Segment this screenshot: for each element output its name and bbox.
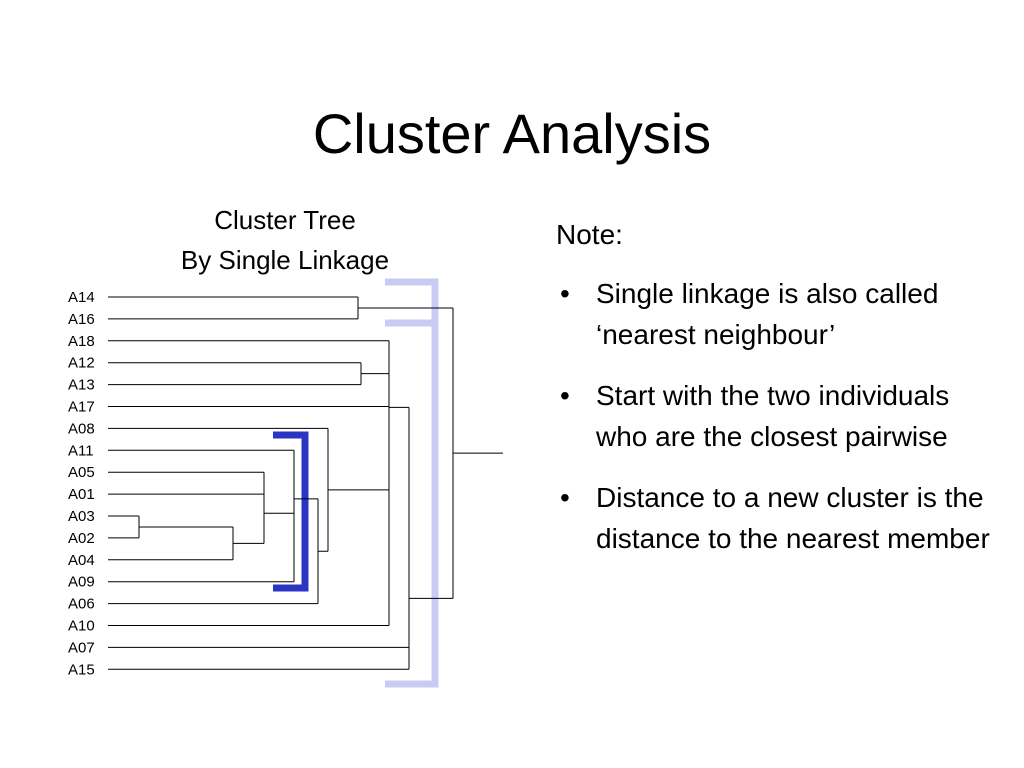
note-item: • Start with the two individuals who are… [556,375,996,457]
note-text: Start with the two individuals who are t… [596,380,950,452]
inner-cluster-bracket [273,431,309,592]
notes-heading: Note: [556,219,623,250]
note-text: Single linkage is also called ‘nearest n… [596,278,939,350]
leaf-label-a05: A05 [68,464,95,481]
leaf-label-a18: A18 [68,333,95,350]
leaf-label-a13: A13 [68,377,95,394]
tree-title-line-1: Cluster Tree [214,205,356,235]
bullet-icon: • [560,482,570,513]
leaf-label-a10: A10 [68,618,95,635]
tree-title-line-2: By Single Linkage [180,245,390,275]
bullet-icon: • [560,278,570,309]
note-item: • Single linkage is also called ‘nearest… [556,273,996,355]
leaf-label-a07: A07 [68,639,95,656]
note-item: • Distance to a new cluster is the dista… [556,477,996,559]
dendrogram-branches [108,296,503,670]
note-text: Distance to a new cluster is the distanc… [596,482,990,554]
leaf-label-a02: A02 [68,530,95,547]
dendrogram-leaf-labels: A14A16A18A12A13A17A08A11A05A01A03A02A04A… [68,289,95,678]
slide-title: Cluster Analysis [312,102,712,165]
notes-panel: Note: • Single linkage is also called ‘n… [556,214,996,579]
leaf-label-a09: A09 [68,574,95,591]
leaf-label-a12: A12 [68,355,95,372]
notes-list: • Single linkage is also called ‘nearest… [556,273,996,559]
leaf-label-a01: A01 [68,486,95,503]
leaf-label-a11: A11 [68,442,94,459]
leaf-label-a15: A15 [68,661,95,678]
leaf-label-a08: A08 [68,420,95,437]
leaf-label-a14: A14 [68,289,95,306]
leaf-label-a06: A06 [68,596,95,613]
bullet-icon: • [560,380,570,411]
outer-cluster-bracket [385,278,439,688]
leaf-label-a16: A16 [68,311,95,328]
leaf-label-a04: A04 [68,552,95,569]
leaf-label-a03: A03 [68,508,95,525]
tree-title: Cluster Tree By Single Linkage [140,200,430,280]
leaf-label-a17: A17 [68,399,95,416]
